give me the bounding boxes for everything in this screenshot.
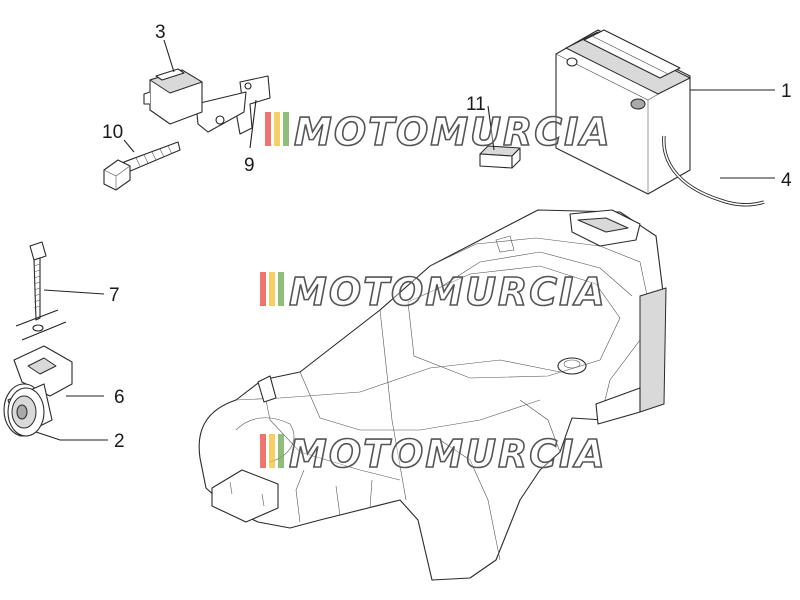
- helmet-compartment: [198, 209, 667, 581]
- callout-11: 11: [466, 94, 486, 115]
- callout-7: 7: [109, 285, 120, 306]
- callout-4: 4: [781, 170, 792, 191]
- watermark-stripe: [274, 112, 280, 146]
- callout-6: 6: [114, 387, 125, 408]
- watermark-text: MOTOMURCIA: [294, 110, 612, 154]
- watermark-text: MOTOMURCIA: [289, 270, 607, 314]
- leader-lines: [35, 39, 775, 441]
- battery-assembly: [555, 29, 765, 207]
- watermark-stripe: [278, 434, 284, 468]
- watermark-stripe: [265, 112, 271, 146]
- callout-9: 9: [244, 155, 255, 176]
- watermark-stripe: [283, 112, 289, 146]
- callout-10: 10: [102, 122, 123, 143]
- callout-2: 2: [114, 431, 125, 452]
- watermark-stripe: [278, 272, 284, 306]
- watermark-stripe: [269, 272, 275, 306]
- watermark-middle: MOTOMURCIA: [260, 269, 607, 315]
- callout-3: 3: [155, 22, 166, 43]
- watermark-top: MOTOMURCIA: [265, 109, 612, 155]
- relay-assembly: [103, 68, 271, 191]
- part-11-block: [479, 145, 521, 169]
- watermark-stripe: [269, 434, 275, 468]
- callout-labels: 3 9 10 11 1 4 7 6 2: [102, 22, 792, 452]
- watermark-text: MOTOMURCIA: [289, 432, 607, 476]
- callout-1: 1: [781, 81, 792, 102]
- watermark-bottom: MOTOMURCIA: [260, 431, 607, 477]
- horn-assembly: [3, 241, 73, 437]
- watermark-stripe: [260, 272, 266, 306]
- watermark-stripe: [260, 434, 266, 468]
